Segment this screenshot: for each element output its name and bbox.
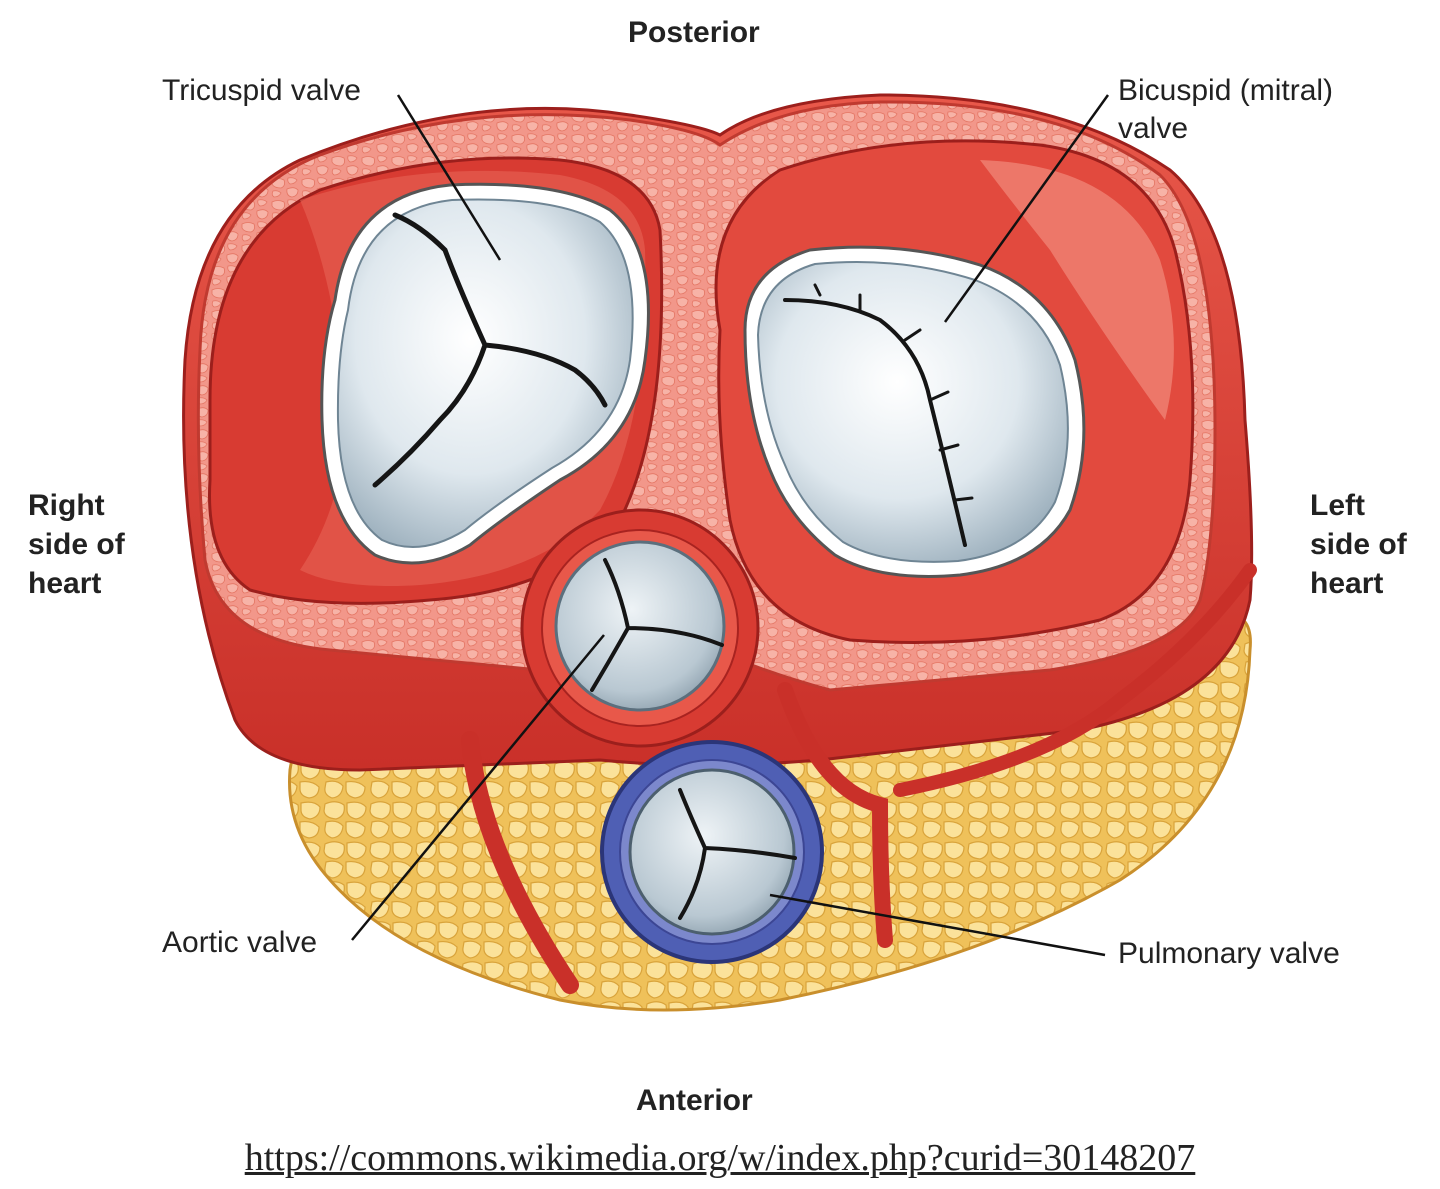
right-side-line-2: side of <box>28 528 125 561</box>
pulmonary-valve <box>628 768 796 936</box>
tricuspid-leader <box>396 94 502 261</box>
aortic-valve <box>554 540 726 712</box>
left-coronary-artery <box>777 682 893 948</box>
bicuspid-leader <box>943 94 1110 323</box>
aortic-leader <box>351 634 605 941</box>
left-side-label: Left side of heart <box>1310 486 1407 603</box>
left-side-line-3: heart <box>1310 567 1384 600</box>
right-coronary-artery <box>461 731 579 994</box>
posterior-label: Posterior <box>628 16 760 49</box>
right-side-label: Right side of heart <box>28 486 125 603</box>
tricuspid-valve <box>336 198 634 549</box>
leader-lines <box>351 94 1110 957</box>
source-link[interactable]: https://commons.wikimedia.org/w/index.ph… <box>244 1137 1196 1179</box>
aortic-valve-label: Aortic valve <box>162 926 318 959</box>
bicuspid-line-1: Bicuspid (mitral) <box>1118 74 1334 107</box>
left-side-line-2: side of <box>1310 528 1407 561</box>
pulmonary-valve-label: Pulmonary valve <box>1118 937 1340 970</box>
bicuspid-valve-label: Bicuspid (mitral) valve <box>1118 72 1333 148</box>
right-side-line-1: Right <box>28 489 105 522</box>
right-side-line-3: heart <box>28 567 102 600</box>
mitral-valve <box>756 261 1069 563</box>
left-side-line-1: Left <box>1310 489 1365 522</box>
anterior-label: Anterior <box>636 1084 753 1117</box>
tricuspid-valve-label: Tricuspid valve <box>162 74 361 107</box>
bicuspid-line-2: valve <box>1118 112 1189 145</box>
pulmonary-leader <box>769 893 1106 957</box>
